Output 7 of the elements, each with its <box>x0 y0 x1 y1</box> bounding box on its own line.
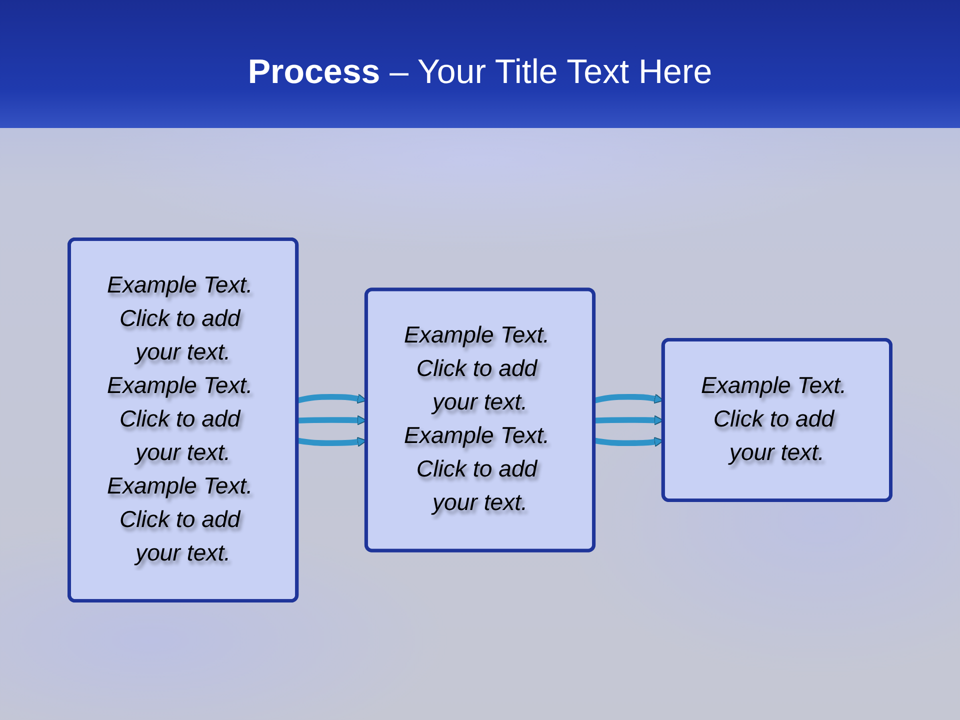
box-text: Example Text. Click to add your text. <box>700 372 848 468</box>
process-box <box>661 338 892 502</box>
process-box <box>68 237 299 603</box>
title: Process – Your Title Text Here <box>248 52 712 93</box>
process-box <box>364 288 596 552</box>
box-text: Example Text. Click to add your text. Example Text. Click to add your text. Example Text. Click to add your text. <box>106 272 254 568</box>
box-text: Example Text. Click to add your text. Example Text. Click to add your text. <box>403 322 551 518</box>
